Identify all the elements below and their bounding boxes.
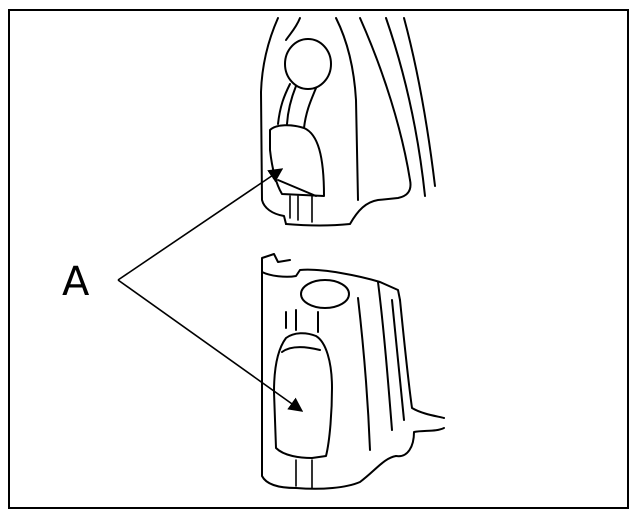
- callout-arrows: [117, 168, 304, 412]
- upper-groove-left: [277, 83, 291, 125]
- lower-pocket-top: [281, 346, 321, 353]
- upper-pocket-lip: [277, 179, 317, 197]
- lower-left-side: [261, 271, 297, 489]
- lower-top-surface: [261, 268, 401, 301]
- lower-tang: [261, 253, 291, 273]
- lower-right-edge-mid: [391, 299, 405, 421]
- arrow-to-lower-groove: [117, 279, 304, 412]
- lower-oil-hole: [300, 279, 350, 309]
- upper-part-edge-1: [359, 17, 411, 181]
- upper-part-edge-5: [285, 17, 301, 41]
- upper-groove-right: [303, 87, 317, 129]
- lower-right-edge-face: [357, 297, 371, 451]
- upper-part-outline-left: [260, 17, 287, 225]
- lower-right-flange: [395, 427, 445, 458]
- upper-tab-lines: [289, 195, 313, 223]
- upper-groove-pocket: [269, 124, 325, 197]
- upper-part: [260, 17, 436, 227]
- upper-part-outline-bottom: [285, 179, 412, 227]
- callout-label-a: A: [62, 259, 90, 305]
- upper-groove-inner: [286, 85, 297, 125]
- lower-bottom: [295, 455, 397, 490]
- upper-part-edge-4: [335, 17, 359, 201]
- lower-groove-neck: [285, 309, 319, 333]
- lower-right-edge-outer: [399, 299, 445, 419]
- arrow-to-upper-groove: [117, 168, 284, 281]
- upper-oil-hole: [284, 38, 332, 90]
- lower-right-edge-inner: [377, 281, 393, 431]
- upper-part-edge-3: [403, 17, 436, 187]
- upper-part-edge-2: [385, 17, 426, 197]
- lower-tab-lines: [295, 459, 313, 489]
- lower-part: [261, 253, 445, 490]
- figure-frame: [8, 9, 629, 509]
